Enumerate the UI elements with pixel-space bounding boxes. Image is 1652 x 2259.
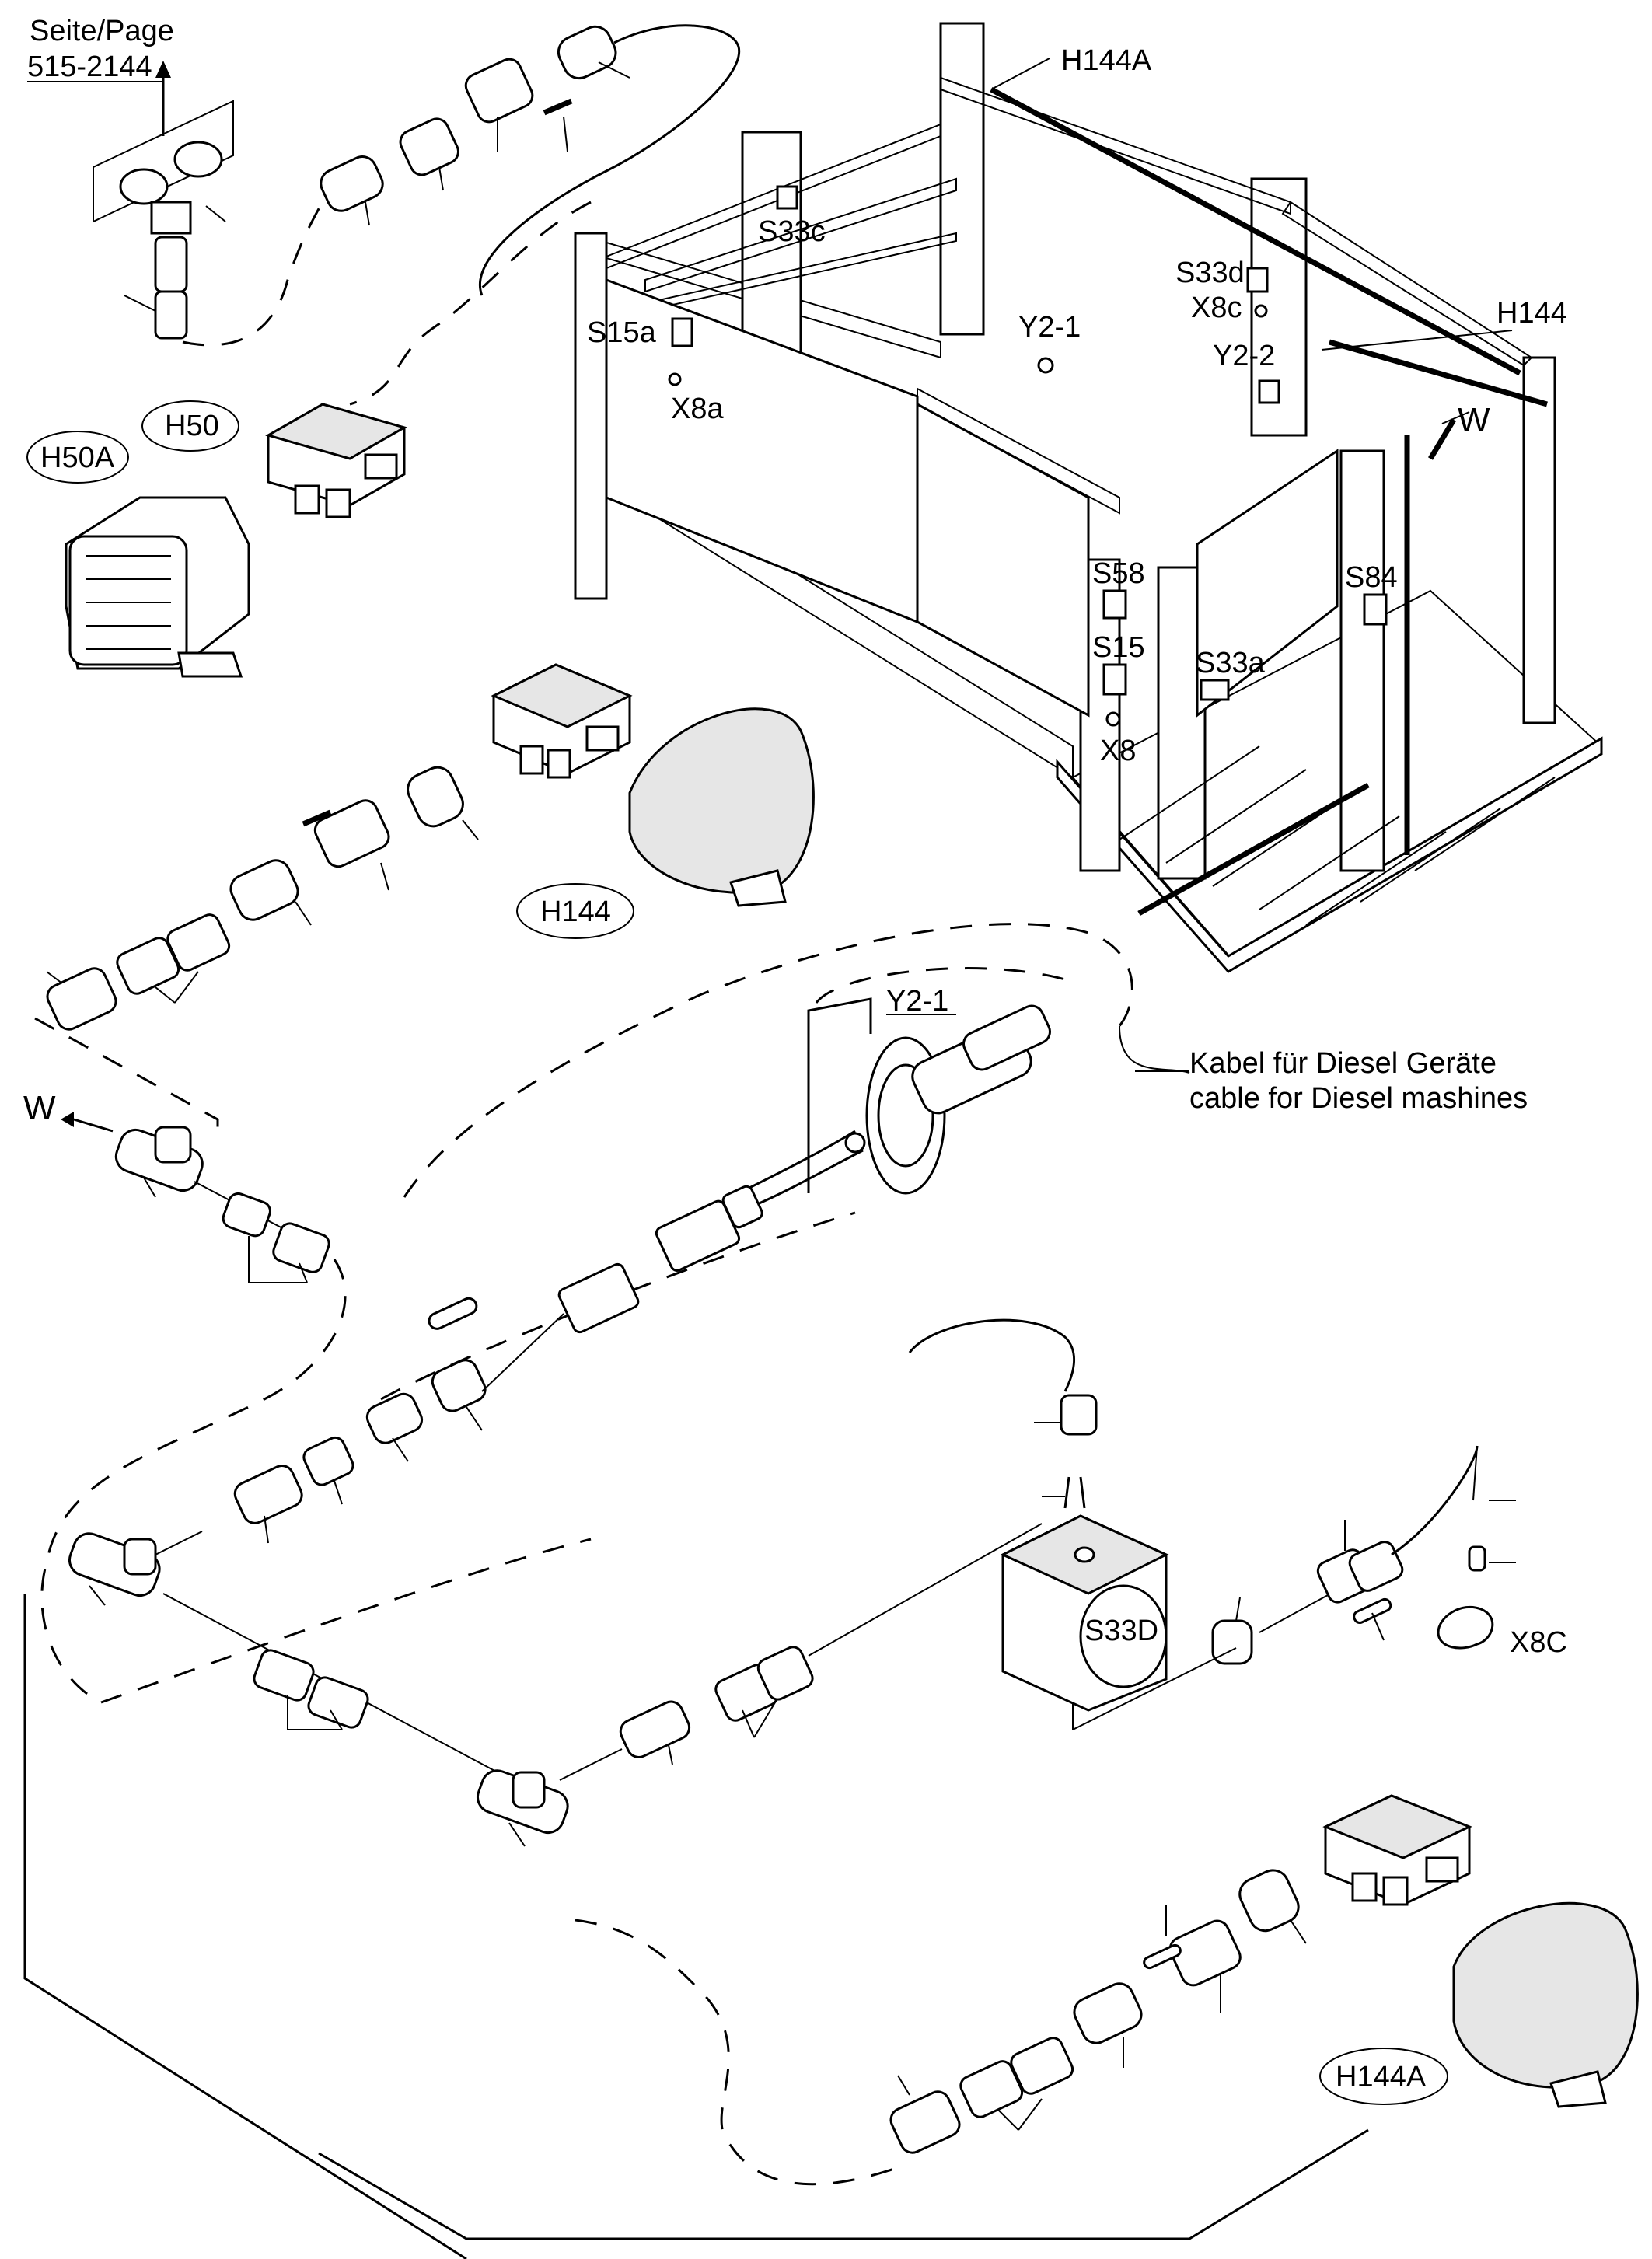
switch-s58: [1102, 589, 1127, 620]
label-w-top: W: [1458, 401, 1490, 439]
label-s33c: S33c: [758, 215, 826, 248]
valve-y2-1: [746, 997, 1051, 1210]
relay-box-h144: [491, 663, 633, 779]
ref-page-line1: Seite/Page: [30, 15, 174, 47]
w-t-connector: [114, 1126, 330, 1283]
lower-left-t-connector: [68, 1531, 498, 1773]
center-plug-chain: [233, 1185, 763, 1544]
work-lamp-h144a: [1452, 1901, 1639, 2108]
reference-t-connector: [93, 61, 234, 340]
work-lamp-h50a: [65, 496, 250, 678]
label-h50: H50: [165, 410, 219, 442]
label-h144-circle: H144: [540, 896, 611, 928]
switch-s33a: [1200, 679, 1230, 701]
label-x8a: X8a: [671, 393, 724, 425]
label-s84: S84: [1345, 561, 1398, 594]
h144a-bubble: [1319, 2048, 1448, 2105]
relay-box-h50: [265, 403, 407, 518]
switch-s15: [1102, 663, 1127, 696]
switch-s33c: [776, 185, 798, 210]
label-s15: S15: [1092, 631, 1145, 664]
ref-page-line2: 515-2144: [27, 51, 152, 83]
switch-s15a: [671, 317, 693, 347]
label-x8c-detail: X8C: [1510, 1626, 1567, 1659]
label-w-left: W: [23, 1089, 56, 1127]
relay-box-h144a: [1322, 1794, 1472, 1906]
work-lamp-h144: [628, 707, 815, 907]
h144a-connector-chain: [889, 1869, 1307, 2154]
label-h144-top: H144: [1497, 297, 1567, 330]
machine-frame: [574, 22, 1603, 973]
label-y2-2: Y2-2: [1213, 340, 1275, 372]
switch-s33d: [1246, 267, 1269, 293]
note-line2: cable for Diesel mashines: [1189, 1082, 1528, 1115]
switch-s33d-assembly: [908, 1318, 1516, 1730]
switch-s84: [1363, 593, 1388, 626]
label-y2-1-top: Y2-1: [1018, 311, 1081, 344]
frame-components: [668, 185, 1388, 727]
label-x8c: X8c: [1191, 292, 1242, 324]
label-s33a: S33a: [1196, 647, 1266, 679]
note-line1: Kabel für Diesel Geräte: [1189, 1047, 1497, 1080]
label-h144a-top: H144A: [1061, 44, 1152, 77]
h144-connector-chain: [46, 766, 479, 1031]
label-h50a: H50A: [40, 442, 115, 474]
label-s58: S58: [1092, 557, 1145, 590]
h50-bubble: [141, 400, 239, 452]
top-connector-chain: [320, 25, 630, 226]
label-y2-1-detail: Y2-1: [886, 985, 948, 1018]
label-s33d: S33d: [1175, 257, 1245, 289]
lower-center-t-connector: [476, 1523, 1043, 1847]
label-s15a: S15a: [587, 316, 657, 349]
h50a-bubble: [26, 431, 129, 484]
h144-bubble: [516, 883, 634, 939]
label-h144a-circle: H144A: [1336, 2061, 1427, 2093]
label-x8: X8: [1100, 735, 1136, 767]
label-s33d-detail: S33D: [1084, 1615, 1158, 1647]
